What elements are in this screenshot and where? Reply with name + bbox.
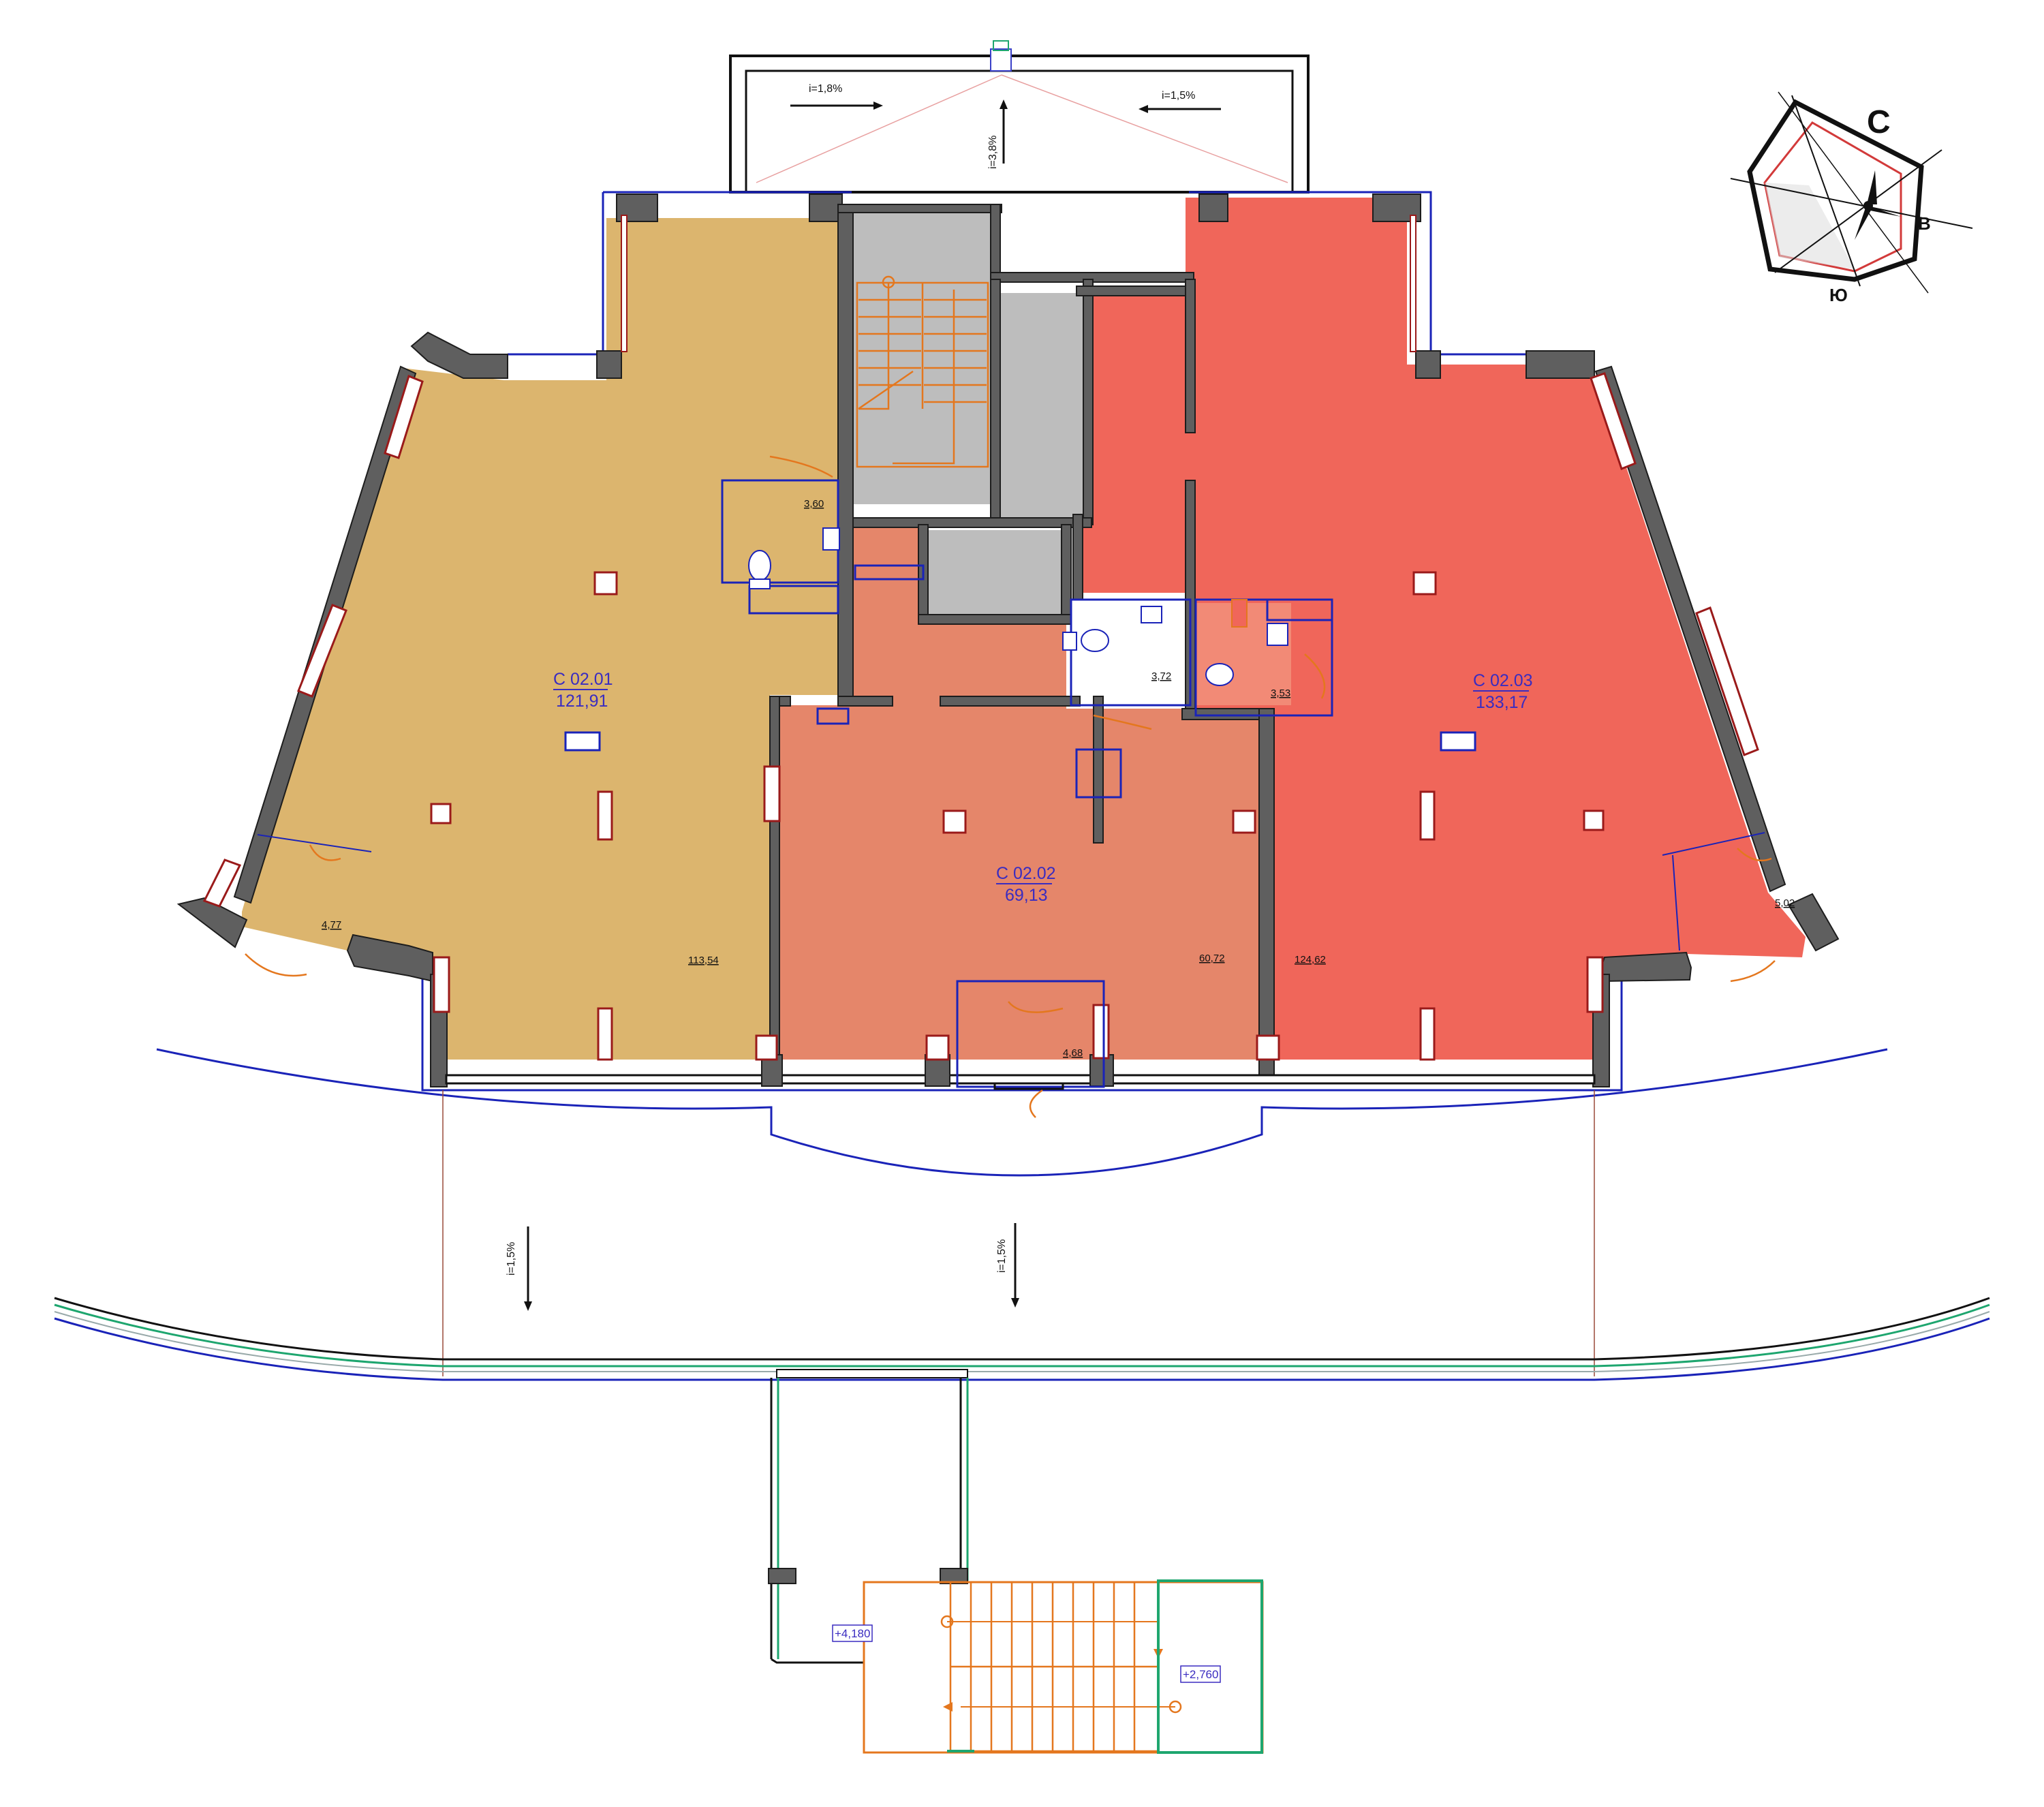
compass-rose — [1730, 91, 1973, 294]
unit-area-01: 121,91 — [556, 692, 608, 711]
room-area-hall-01: 113,54 — [688, 955, 719, 966]
unit-02-fill — [780, 525, 1264, 1060]
level-mark-lower: +2,760 — [1183, 1668, 1218, 1681]
level-marks: +4,180 +2,760 — [832, 1624, 1221, 1683]
unit-labels: С 02.01 121,91 С 02.02 69,13 С 02.03 133… — [553, 670, 1533, 905]
street-rail — [54, 1297, 1990, 1381]
room-area-wc-03: 3,53 — [1271, 688, 1290, 699]
doors — [245, 455, 1776, 1118]
compass-labels: С В Ю — [1829, 104, 1931, 305]
core-stair — [856, 275, 989, 468]
walls — [176, 194, 1840, 1087]
room-area-bay-01: 4,77 — [322, 919, 341, 931]
unit-code-03: С 02.03 — [1473, 671, 1533, 690]
room-area-hall-03: 124,62 — [1295, 954, 1326, 966]
slope-roof-left: i=1,8% — [809, 83, 842, 95]
bay-windows — [257, 832, 1765, 951]
roof-terrace — [729, 40, 1310, 194]
compass-south: Ю — [1829, 285, 1848, 305]
unit-code-02: С 02.02 — [996, 864, 1056, 883]
slope-terrace-left: i=1,5% — [506, 1242, 517, 1276]
compass-east: В — [1918, 213, 1931, 234]
slope-roof-center: i=3,8% — [987, 136, 999, 169]
unit-fills — [242, 198, 1806, 1060]
room-area-bay-03: 5,02 — [1775, 897, 1795, 909]
terrace-arrows — [442, 1090, 1595, 1376]
level-mark-upper: +4,180 — [835, 1627, 870, 1640]
slope-terrace-center: i=1,5% — [996, 1239, 1008, 1273]
entrance-stair — [768, 1369, 1264, 1754]
room-labels: 3,60 4,77 113,54 3,72 3,53 60,72 4,68 12… — [322, 498, 1795, 1059]
terrace-front — [156, 1048, 1888, 1177]
slope-labels: i=1,8% i=1,5% i=3,8% i=1,5% i=1,5% — [506, 83, 1195, 1276]
room-area-hall-02: 60,72 — [1199, 953, 1225, 964]
unit-area-02: 69,13 — [1005, 886, 1048, 905]
room-area-wc-01: 3,60 — [804, 498, 824, 510]
elevator-shaft-1 — [1000, 293, 1083, 518]
windows — [202, 372, 1759, 1061]
unit-code-01: С 02.01 — [553, 670, 613, 689]
elevator-shaft-2 — [928, 530, 1062, 615]
sanitary-fixtures — [748, 527, 1288, 686]
unit-03-fill — [1077, 198, 1806, 1060]
slope-roof-right: i=1,5% — [1162, 90, 1195, 102]
room-area-vestibule-02: 4,68 — [1063, 1047, 1083, 1059]
unit-area-03: 133,17 — [1476, 693, 1528, 712]
compass-north: С — [1867, 104, 1891, 140]
room-area-wc-02: 3,72 — [1151, 670, 1171, 682]
wc-blocks — [721, 479, 1333, 1090]
columns — [430, 571, 1605, 1061]
